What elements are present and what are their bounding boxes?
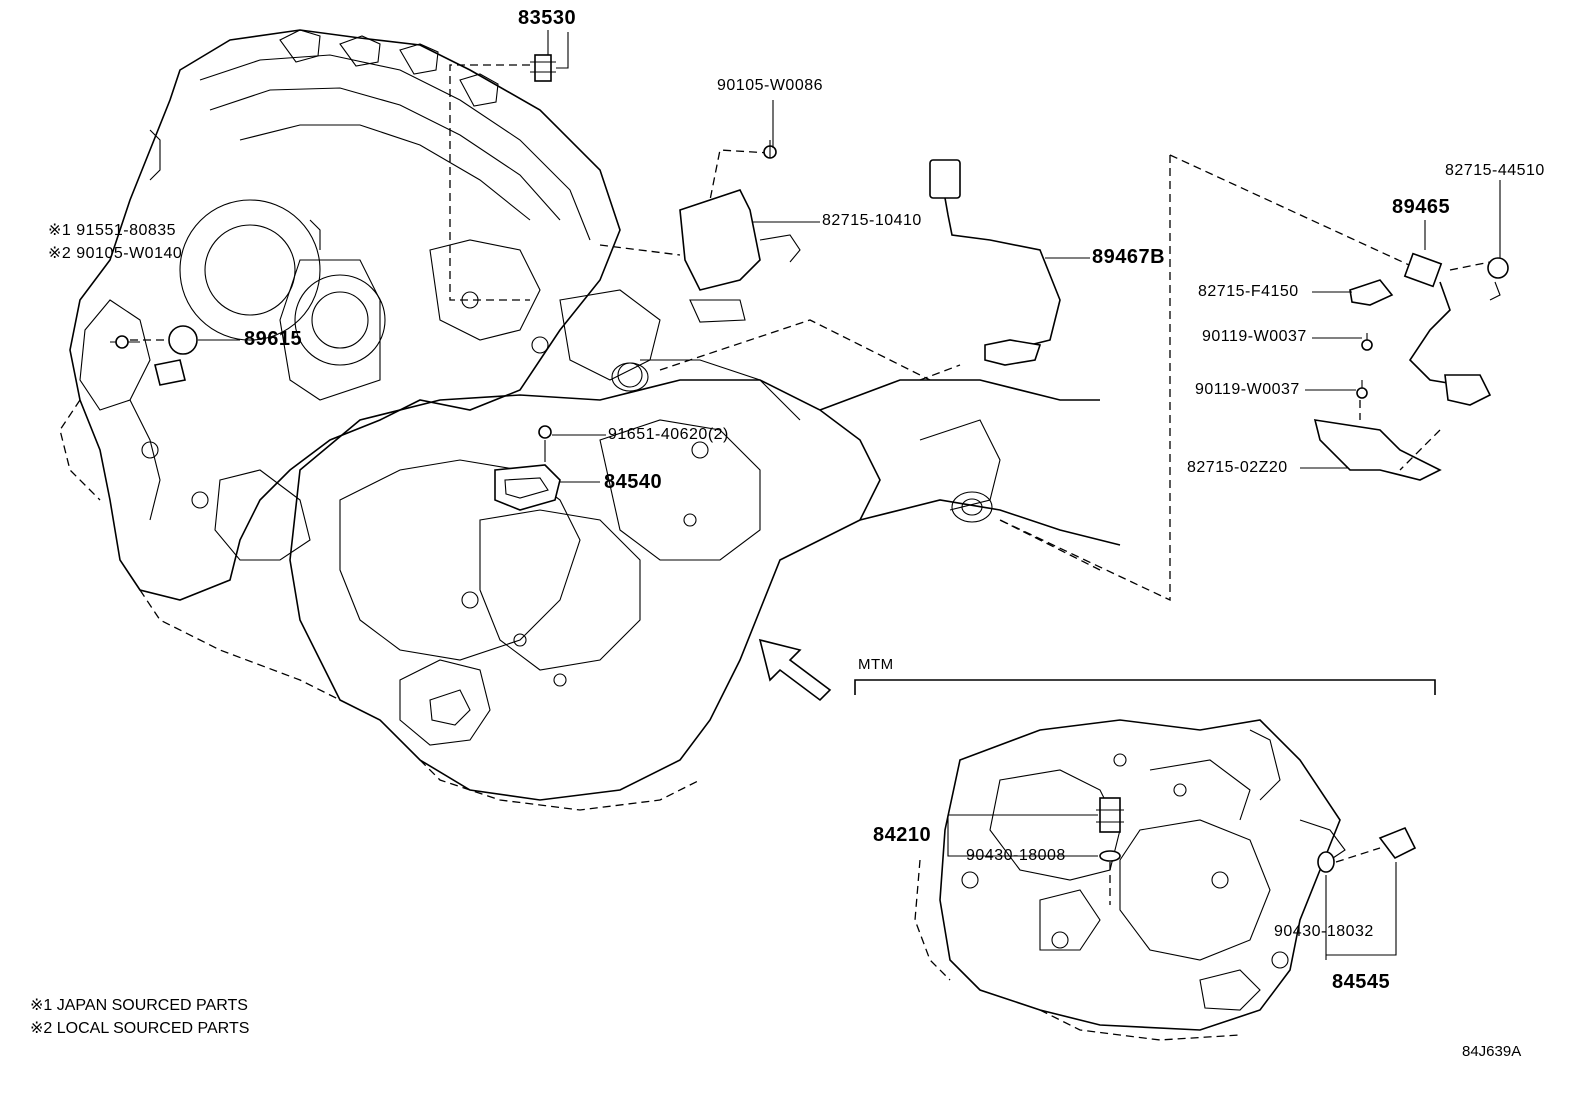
label-91651-40620: 91651-40620(2) bbox=[608, 426, 729, 443]
exhaust-pipe-drawing bbox=[611, 319, 1121, 571]
part-91651-40620-drawing bbox=[538, 425, 552, 462]
label-90105-w0086: 90105-W0086 bbox=[717, 77, 824, 94]
footnote-local-sourced: ※2 LOCAL SOURCED PARTS bbox=[30, 1020, 250, 1037]
part-89615-drawing bbox=[110, 325, 198, 386]
label-91551-80835: ※1 91551-80835 bbox=[48, 222, 177, 239]
part-83530-drawing bbox=[449, 30, 556, 301]
part-89465-group-drawing bbox=[999, 154, 1509, 602]
label-82715-f4150: 82715-F4150 bbox=[1198, 283, 1299, 300]
label-82715-10410: 82715-10410 bbox=[822, 212, 922, 229]
label-82715-44510: 82715-44510 bbox=[1445, 162, 1545, 179]
label-90119-w0037-lower: 90119-W0037 bbox=[1195, 381, 1300, 398]
label-89615: 89615 bbox=[244, 328, 303, 350]
part-89467b-drawing bbox=[919, 159, 1061, 381]
label-89467b: 89467B bbox=[1092, 246, 1166, 268]
label-82715-02z20: 82715-02Z20 bbox=[1187, 459, 1288, 476]
label-84210: 84210 bbox=[873, 824, 932, 846]
part-82715-10410-drawing bbox=[599, 140, 801, 323]
manual-transmission-drawing bbox=[914, 719, 1417, 1041]
footnote-japan-sourced: ※1 JAPAN SOURCED PARTS bbox=[30, 997, 248, 1014]
label-89465: 89465 bbox=[1392, 196, 1451, 218]
figure-code: 84J639A bbox=[1462, 1043, 1522, 1060]
mtm-bracket bbox=[854, 679, 1436, 695]
leader-lines bbox=[198, 32, 1501, 483]
label-83530: 83530 bbox=[518, 7, 577, 29]
label-90430-18008: 90430-18008 bbox=[966, 847, 1066, 864]
label-90105-w0140: ※2 90105-W0140 bbox=[48, 245, 183, 262]
label-90119-w0037-upper: 90119-W0037 bbox=[1202, 328, 1307, 345]
engine-drawing bbox=[59, 29, 661, 701]
label-mtm: MTM bbox=[858, 656, 894, 673]
label-90430-18032: 90430-18032 bbox=[1274, 923, 1374, 940]
view-direction-arrow bbox=[758, 638, 832, 702]
label-84540: 84540 bbox=[604, 471, 663, 493]
transmission-drawing bbox=[289, 359, 881, 811]
label-84545: 84545 bbox=[1332, 971, 1391, 993]
